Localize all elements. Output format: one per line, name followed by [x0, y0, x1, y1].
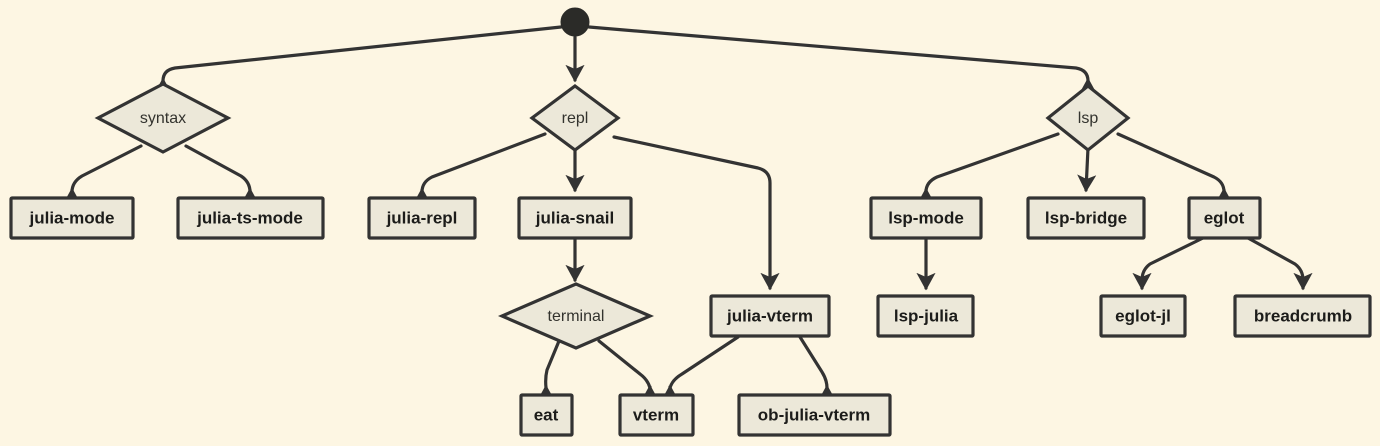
- node-ob-julia-vterm[interactable]: ob-julia-vterm: [737, 393, 892, 437]
- node-eat-label: eat: [534, 405, 559, 424]
- node-repl-label: repl: [562, 110, 589, 127]
- node-lsp-julia-label: lsp-julia: [894, 306, 959, 325]
- node-eglot-jl-label: eglot-jl: [1115, 306, 1171, 325]
- node-lsp-bridge-label: lsp-bridge: [1045, 208, 1127, 227]
- node-lsp-mode-label: lsp-mode: [888, 208, 964, 227]
- edge-eglot-to-breadcrumb: [1246, 236, 1313, 291]
- node-julia-ts-mode[interactable]: julia-ts-mode: [176, 196, 325, 240]
- node-julia-repl-label: julia-repl: [386, 208, 458, 227]
- edge-julia-vterm-to-ob-julia-vterm: [798, 335, 837, 403]
- node-syntax[interactable]: syntax: [94, 82, 232, 154]
- node-julia-vterm-label: julia-vterm: [726, 306, 813, 325]
- edge-repl-to-julia-repl: [412, 132, 547, 206]
- node-eat[interactable]: eat: [519, 393, 574, 437]
- edge-lsp-to-lsp-bridge: [1077, 146, 1097, 193]
- node-julia-vterm[interactable]: julia-vterm: [709, 294, 831, 338]
- node-lsp[interactable]: lsp: [1045, 83, 1131, 153]
- node-julia-mode-label: julia-mode: [28, 208, 114, 227]
- node-lsp-mode[interactable]: lsp-mode: [869, 196, 983, 240]
- node-julia-repl[interactable]: julia-repl: [367, 196, 477, 240]
- root-node[interactable]: [560, 7, 590, 37]
- edge-repl-to-julia-vterm: [612, 135, 780, 291]
- edge-terminal-to-eat: [536, 339, 561, 403]
- node-vterm[interactable]: vterm: [618, 393, 695, 437]
- node-julia-snail[interactable]: julia-snail: [517, 196, 633, 240]
- node-syntax-label: syntax: [140, 110, 186, 127]
- edge-syntax-to-julia-mode: [62, 144, 143, 206]
- edge-julia-vterm-to-vterm: [660, 335, 740, 403]
- node-eglot-jl[interactable]: eglot-jl: [1099, 294, 1187, 338]
- node-lsp-label: lsp: [1078, 110, 1099, 127]
- edge-root-to-lsp: [587, 25, 1098, 96]
- edge-eglot-to-eglot-jl: [1132, 236, 1205, 291]
- node-breadcrumb[interactable]: breadcrumb: [1233, 294, 1372, 338]
- edge-terminal-to-vterm: [597, 339, 660, 403]
- node-julia-mode[interactable]: julia-mode: [9, 196, 135, 240]
- node-lsp-julia[interactable]: lsp-julia: [876, 294, 975, 338]
- node-ob-julia-vterm-label: ob-julia-vterm: [758, 405, 870, 424]
- edge-lsp-to-eglot: [1116, 132, 1234, 206]
- edges-layer: [62, 25, 1313, 403]
- node-lsp-bridge[interactable]: lsp-bridge: [1026, 196, 1146, 240]
- nodes-layer: syntax repl lsp terminal julia-mode: [9, 7, 1372, 437]
- node-terminal[interactable]: terminal: [497, 282, 655, 350]
- edge-root-to-syntax: [153, 25, 563, 96]
- node-julia-ts-mode-label: julia-ts-mode: [196, 208, 303, 227]
- node-terminal-label: terminal: [548, 308, 605, 325]
- node-breadcrumb-label: breadcrumb: [1254, 306, 1352, 325]
- node-eglot[interactable]: eglot: [1187, 196, 1262, 240]
- edge-syntax-to-julia-ts-mode: [184, 144, 260, 206]
- edge-lsp-to-lsp-mode: [916, 132, 1060, 206]
- node-repl[interactable]: repl: [529, 84, 621, 152]
- node-julia-snail-label: julia-snail: [535, 208, 614, 227]
- node-vterm-label: vterm: [633, 405, 679, 424]
- node-eglot-label: eglot: [1204, 208, 1245, 227]
